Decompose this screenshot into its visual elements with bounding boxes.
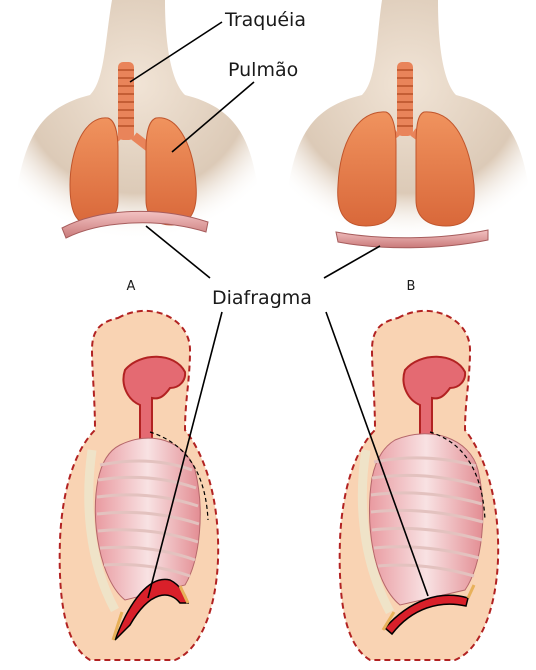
leader-diaphragm-b-top [324, 246, 380, 278]
label-trachea: Traquéia [224, 9, 306, 31]
side-body-b [340, 311, 499, 660]
torso-b [282, 0, 534, 248]
torso-a [10, 0, 262, 240]
label-panel-b: B [407, 279, 416, 294]
side-body-a [60, 311, 219, 660]
torso-a-skin [10, 0, 262, 240]
label-panel-a: A [127, 279, 136, 294]
label-lung: Pulmão [228, 59, 298, 81]
label-diaphragm: Diafragma [212, 287, 312, 309]
